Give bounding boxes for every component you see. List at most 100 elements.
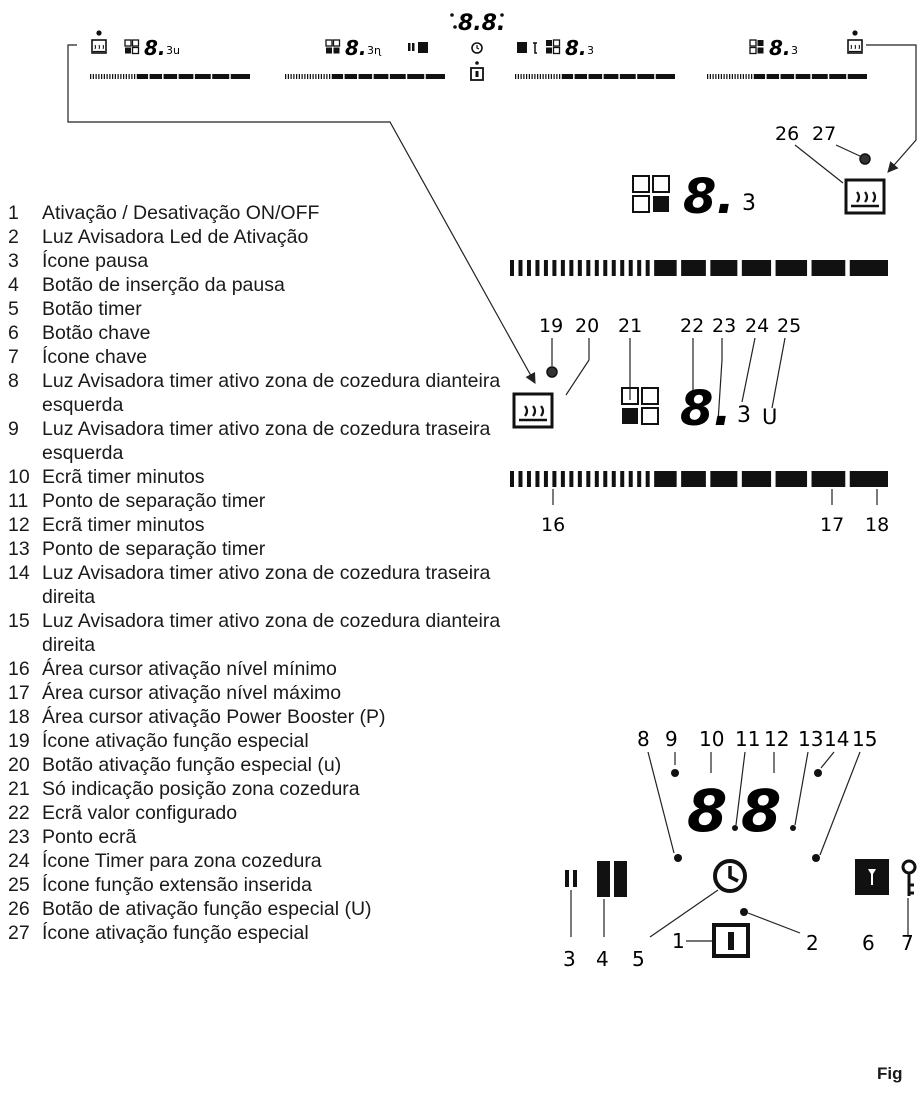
slider-segment[interactable] — [603, 260, 608, 276]
timer-button[interactable] — [713, 859, 747, 893]
slider-segment[interactable] — [737, 74, 739, 79]
slider-segment[interactable] — [531, 74, 533, 79]
slider-segment[interactable] — [373, 74, 389, 79]
slider-segment[interactable] — [95, 74, 97, 79]
slider-segment[interactable] — [577, 471, 582, 487]
slider-segment[interactable] — [681, 471, 706, 487]
slider-segment[interactable] — [101, 74, 103, 79]
slider-segment[interactable] — [829, 74, 847, 79]
slider-segment[interactable] — [518, 260, 523, 276]
slider-segment[interactable] — [775, 260, 808, 276]
slider-segment[interactable] — [709, 74, 711, 79]
slider-segment[interactable] — [517, 74, 519, 79]
key-button[interactable] — [855, 859, 889, 895]
slider-segment[interactable] — [741, 260, 772, 276]
slider-segment[interactable] — [603, 471, 608, 487]
slider-segment[interactable] — [358, 74, 373, 79]
slider-segment[interactable] — [128, 74, 130, 79]
power-button[interactable] — [712, 923, 750, 958]
slider-segment[interactable] — [603, 74, 619, 79]
slider-segment[interactable] — [569, 471, 574, 487]
slider-segment[interactable] — [811, 74, 828, 79]
slider-segment[interactable] — [114, 74, 116, 79]
slider-segment[interactable] — [545, 74, 547, 79]
slider-segment[interactable] — [315, 74, 317, 79]
slider-segment[interactable] — [849, 471, 888, 487]
slider-segment[interactable] — [712, 74, 714, 79]
slider-segment[interactable] — [645, 471, 650, 487]
slider-segment[interactable] — [718, 74, 720, 79]
slider-segment[interactable] — [574, 74, 588, 79]
slider-segment[interactable] — [163, 74, 178, 79]
slider-segment[interactable] — [528, 74, 530, 79]
slider-segment[interactable] — [710, 260, 738, 276]
slider-segment[interactable] — [559, 74, 561, 79]
slider-segment[interactable] — [723, 74, 725, 79]
slider-segment[interactable] — [534, 74, 536, 79]
slider-segment[interactable] — [290, 74, 292, 79]
slider-segment[interactable] — [543, 260, 548, 276]
slider-segment[interactable] — [748, 74, 750, 79]
slider-segment[interactable] — [741, 471, 772, 487]
slider-segment[interactable] — [425, 74, 445, 79]
slider-segment[interactable] — [847, 74, 867, 79]
slider-segment[interactable] — [594, 260, 599, 276]
slider-segment[interactable] — [556, 74, 558, 79]
slider-segment[interactable] — [560, 471, 565, 487]
slider-segment[interactable] — [707, 74, 709, 79]
slider-segment[interactable] — [620, 471, 625, 487]
slider-segment[interactable] — [407, 74, 425, 79]
slider-segment[interactable] — [729, 74, 731, 79]
slider-segment[interactable] — [586, 471, 591, 487]
slider-segment[interactable] — [309, 74, 311, 79]
slider-segment[interactable] — [734, 74, 736, 79]
slider-segment[interactable] — [535, 471, 540, 487]
slider-segment[interactable] — [510, 260, 514, 276]
slider-segment[interactable] — [287, 74, 289, 79]
slider-segment[interactable] — [312, 74, 314, 79]
slider-segment[interactable] — [561, 74, 574, 79]
slider-segment[interactable] — [518, 471, 523, 487]
slider-segment[interactable] — [654, 471, 677, 487]
slider-segment[interactable] — [293, 74, 295, 79]
slider-segment[interactable] — [109, 74, 111, 79]
slider-segment[interactable] — [539, 74, 541, 79]
slider-segment[interactable] — [731, 74, 733, 79]
slider-segment[interactable] — [123, 74, 125, 79]
slider-segment[interactable] — [740, 74, 742, 79]
slider-segment[interactable] — [726, 74, 728, 79]
slider-segment[interactable] — [134, 74, 136, 79]
slider-segment[interactable] — [795, 74, 811, 79]
slider-segment[interactable] — [117, 74, 119, 79]
slider-segment[interactable] — [645, 260, 650, 276]
slider-segment[interactable] — [318, 74, 320, 79]
slider-segment[interactable] — [515, 74, 517, 79]
slider-segment[interactable] — [745, 74, 747, 79]
slider-segment[interactable] — [811, 471, 846, 487]
slider-segment[interactable] — [628, 471, 633, 487]
slider-segment[interactable] — [301, 74, 303, 79]
slider-segment[interactable] — [326, 74, 328, 79]
slider-segment[interactable] — [296, 74, 298, 79]
slider-segment[interactable] — [620, 260, 625, 276]
slider-segment[interactable] — [103, 74, 105, 79]
slider-segment[interactable] — [811, 260, 846, 276]
slider-segment[interactable] — [654, 260, 677, 276]
slider-segment[interactable] — [331, 74, 344, 79]
slider-segment[interactable] — [537, 74, 539, 79]
slider-segment[interactable] — [611, 260, 616, 276]
slider-segment[interactable] — [550, 74, 552, 79]
slider-segment[interactable] — [753, 74, 766, 79]
slider-segment[interactable] — [510, 471, 514, 487]
slider-segment[interactable] — [307, 74, 309, 79]
slider-segment[interactable] — [720, 74, 722, 79]
slider-segment[interactable] — [742, 74, 744, 79]
slider-segment[interactable] — [344, 74, 358, 79]
slider-segment[interactable] — [637, 260, 642, 276]
slider-segment[interactable] — [560, 260, 565, 276]
slider-segment[interactable] — [106, 74, 108, 79]
slider-segment[interactable] — [285, 74, 287, 79]
slider-segment[interactable] — [535, 260, 540, 276]
slider-segment[interactable] — [526, 74, 528, 79]
slider-segment[interactable] — [751, 74, 753, 79]
